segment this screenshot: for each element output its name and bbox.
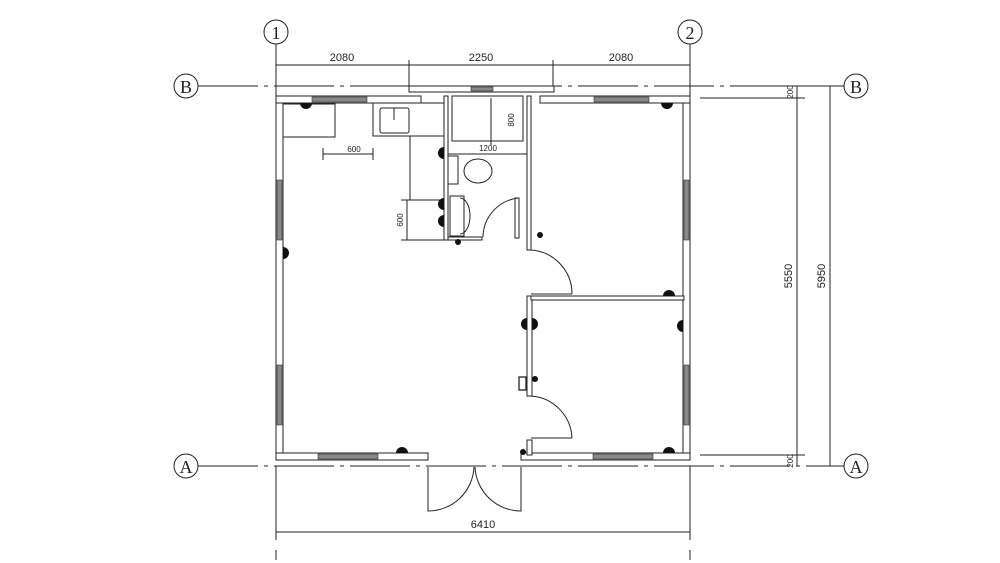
bottom-dimension: 6410 <box>275 466 691 560</box>
svg-text:1: 1 <box>272 23 281 43</box>
svg-text:A: A <box>850 457 863 477</box>
svg-text:5550: 5550 <box>783 264 795 288</box>
axis-row-a: A A <box>173 453 869 479</box>
svg-text:2080: 2080 <box>330 52 354 64</box>
top-dimensions: 2080 2250 2080 <box>275 52 691 100</box>
bathroom-door-swing <box>482 197 519 238</box>
exterior-walls <box>275 85 691 461</box>
entrance-door-left <box>427 466 475 512</box>
svg-text:600: 600 <box>396 213 405 227</box>
shower-icon <box>451 95 524 142</box>
svg-text:200: 200 <box>786 454 795 468</box>
svg-text:1200: 1200 <box>479 144 497 153</box>
svg-text:800: 800 <box>507 113 516 127</box>
svg-text:2: 2 <box>686 23 695 43</box>
svg-text:2250: 2250 <box>469 52 493 64</box>
svg-text:600: 600 <box>347 145 361 154</box>
svg-text:A: A <box>180 457 193 477</box>
bathroom: 800 1200 <box>447 95 527 239</box>
toilet-icon <box>463 158 493 184</box>
entrance-door-right <box>474 466 522 512</box>
svg-text:B: B <box>850 77 862 97</box>
switch-panel-icon <box>518 376 527 391</box>
right-dimensions: 5550 5950 200 200 <box>700 85 840 468</box>
svg-text:B: B <box>180 77 192 97</box>
kitchen-counter: 600 600 <box>282 102 445 241</box>
svg-text:200: 200 <box>786 85 795 99</box>
doors <box>427 249 573 512</box>
svg-text:2080: 2080 <box>609 52 633 64</box>
svg-text:6410: 6410 <box>471 519 495 531</box>
svg-text:5950: 5950 <box>816 264 828 288</box>
windows <box>276 86 690 460</box>
sockets <box>283 103 683 455</box>
basin-icon <box>449 195 471 237</box>
